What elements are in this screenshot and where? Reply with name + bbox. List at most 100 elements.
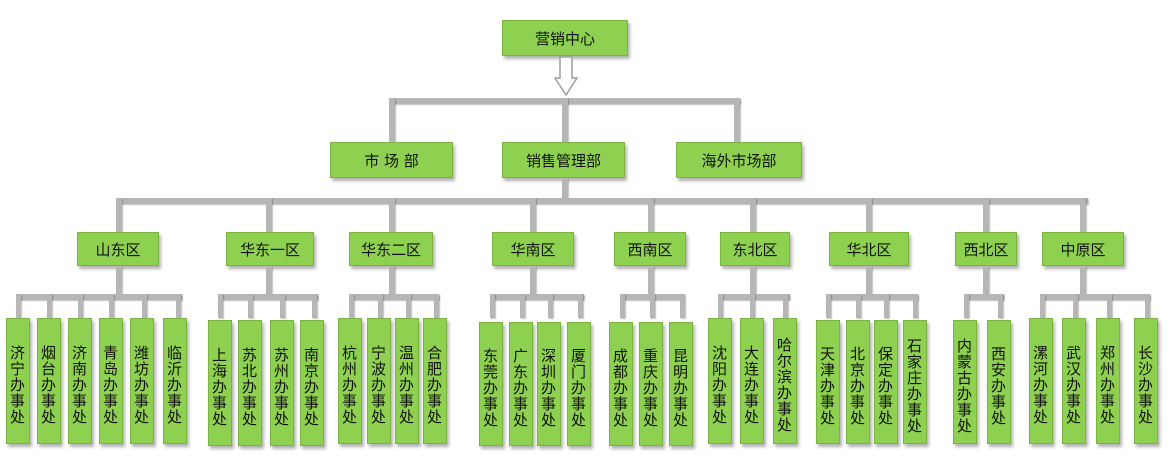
- office-linyi: 临沂办事处: [163, 318, 187, 444]
- region-northwest: 西北区: [955, 232, 1017, 266]
- office-subei: 苏北办事处: [238, 320, 262, 446]
- office-yantai: 烟台办事处: [37, 318, 61, 444]
- office-connector: [218, 294, 318, 300]
- region-connector: [266, 198, 272, 232]
- dept-marketing: 市 场 部: [330, 142, 453, 178]
- office-connector: [530, 266, 536, 296]
- region-northeast: 东北区: [720, 232, 790, 266]
- office-connector: [349, 294, 439, 300]
- region-east-china-1: 华东一区: [226, 232, 314, 266]
- region-shandong: 山东区: [77, 232, 159, 266]
- office-weifang: 潍坊办事处: [130, 318, 154, 444]
- office-connector: [16, 294, 21, 318]
- region-connector: [866, 198, 872, 232]
- region-southwest: 西南区: [614, 232, 686, 266]
- office-connector: [176, 294, 181, 318]
- office-connector: [1040, 294, 1045, 318]
- office-kunming: 昆明办事处: [669, 322, 693, 446]
- office-connector: [856, 294, 861, 318]
- office-connector: [389, 266, 395, 296]
- office-connector: [1145, 294, 1150, 318]
- office-connector: [434, 294, 439, 318]
- office-shanghai: 上海办事处: [208, 320, 232, 446]
- office-dongguan: 东莞办事处: [479, 322, 503, 446]
- office-qingdao: 青岛办事处: [99, 318, 123, 444]
- office-changsha: 长沙办事处: [1134, 318, 1158, 444]
- office-connector: [16, 294, 182, 300]
- office-connector: [866, 266, 872, 296]
- office-connector: [1107, 294, 1112, 318]
- office-connector: [142, 294, 147, 318]
- office-dalian: 大连办事处: [740, 318, 764, 444]
- region-connector: [530, 198, 536, 232]
- office-jinan: 济南办事处: [68, 318, 92, 444]
- dept-connector: [734, 98, 740, 142]
- office-connector: [913, 294, 918, 318]
- office-connector: [47, 294, 52, 318]
- region-connector: [116, 198, 122, 232]
- office-harbin: 哈尔滨办事处: [773, 318, 797, 444]
- office-connector: [1073, 294, 1078, 318]
- office-nanjing: 南京办事处: [300, 320, 324, 446]
- office-connector: [280, 294, 285, 318]
- office-connector: [884, 294, 889, 318]
- office-connector: [578, 294, 583, 318]
- office-connector: [520, 294, 525, 318]
- office-wuhan: 武汉办事处: [1062, 318, 1086, 444]
- region-connector: [750, 198, 756, 232]
- office-connector: [248, 294, 253, 318]
- office-luohe: 漯河办事处: [1029, 318, 1053, 444]
- office-connector: [826, 294, 831, 318]
- office-tianjin: 天津办事处: [816, 320, 840, 444]
- office-shijiazhuang: 石家庄办事处: [903, 320, 927, 444]
- down-arrow-icon: [554, 56, 578, 97]
- office-connector: [648, 266, 654, 296]
- office-connector: [964, 294, 969, 318]
- dept-connector: [562, 98, 568, 142]
- office-connector: [548, 294, 553, 318]
- office-hangzhou: 杭州办事处: [338, 318, 362, 444]
- office-inner-mongolia: 内蒙古办事处: [953, 320, 977, 444]
- office-wenzhou: 温州办事处: [395, 318, 419, 444]
- office-connector: [1080, 266, 1086, 296]
- region-central-plains: 中原区: [1042, 232, 1124, 266]
- office-jining: 济宁办事处: [6, 318, 30, 444]
- office-connector: [490, 294, 495, 318]
- office-connector: [718, 294, 723, 318]
- office-chengdu: 成都办事处: [609, 322, 633, 446]
- region-connector: [1080, 198, 1086, 232]
- office-connector: [490, 294, 584, 300]
- office-zhengzhou: 郑州办事处: [1096, 318, 1120, 444]
- dept-sales-management: 销售管理部: [502, 142, 625, 178]
- office-connector: [964, 294, 1004, 300]
- office-connector: [750, 294, 755, 318]
- office-connector: [266, 266, 272, 296]
- office-suzhou: 苏州办事处: [270, 320, 294, 446]
- region-connector: [389, 198, 395, 232]
- office-connector: [78, 294, 83, 318]
- region-connector: [562, 178, 568, 200]
- office-connector: [109, 294, 114, 318]
- office-shenzhen: 深圳办事处: [537, 322, 561, 446]
- office-connector: [680, 294, 685, 318]
- office-connector: [312, 294, 317, 318]
- office-ningbo: 宁波办事处: [367, 318, 391, 444]
- office-connector: [750, 266, 756, 296]
- office-connector: [1040, 294, 1150, 300]
- office-beijing: 北京办事处: [846, 320, 870, 444]
- office-xian: 西安办事处: [987, 320, 1011, 444]
- dept-overseas-marketing: 海外市场部: [676, 142, 802, 178]
- region-connector: [648, 198, 654, 232]
- dept-connector: [389, 98, 395, 142]
- region-connector: [983, 198, 989, 232]
- region-north-china: 华北区: [829, 232, 909, 266]
- office-connector: [620, 294, 625, 318]
- region-east-china-2: 华东二区: [349, 232, 433, 266]
- office-xiamen: 厦门办事处: [567, 322, 591, 446]
- office-shenyang: 沈阳办事处: [708, 318, 732, 444]
- office-hefei: 合肥办事处: [423, 318, 447, 444]
- office-connector: [650, 294, 655, 318]
- office-connector: [349, 294, 354, 318]
- office-connector: [998, 294, 1003, 318]
